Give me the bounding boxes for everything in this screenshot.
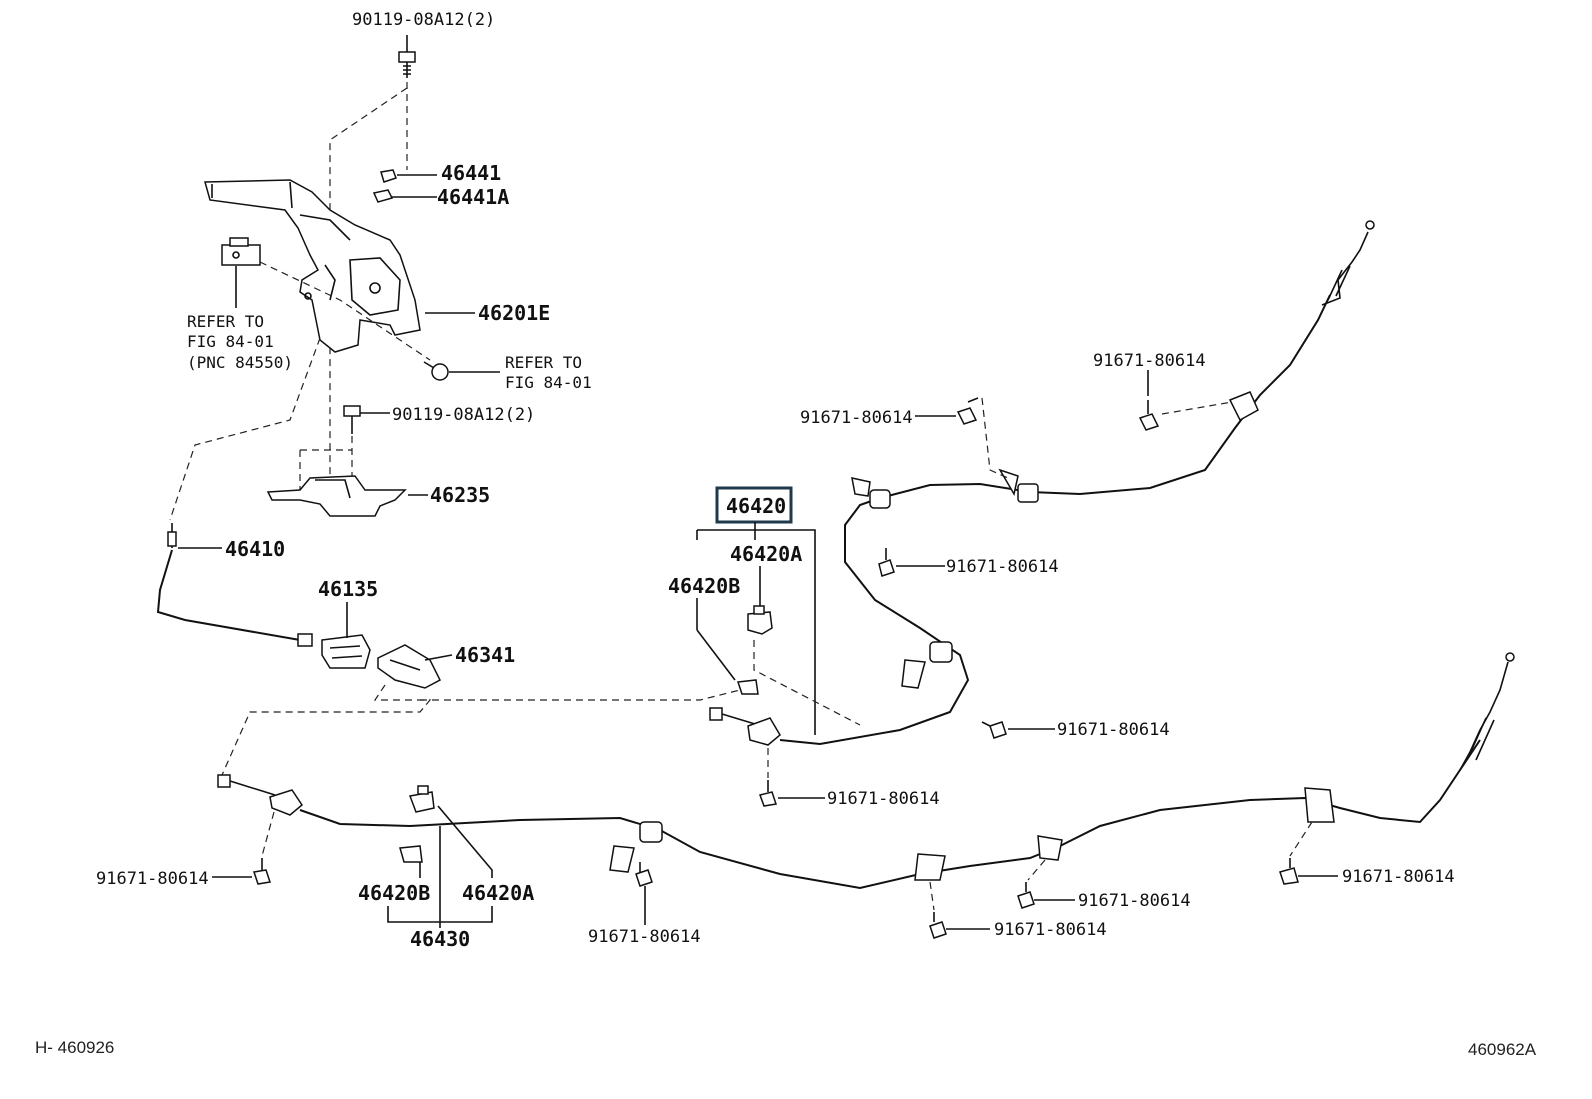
label-46420: 46420 [726,494,786,518]
nut-46441a-icon[interactable] [372,189,394,203]
label-refer1-line2: FIG 84-01 [187,332,274,351]
bracket-46235-icon[interactable] [266,475,407,517]
bolt-r1-icon[interactable] [1138,400,1160,431]
label-46341: 46341 [455,643,515,667]
label-bolt-r5: 91671-80614 [1342,867,1455,887]
label-46410: 46410 [225,537,285,561]
bolt-r4-icon[interactable] [981,721,1007,739]
bolt-top-icon[interactable] [398,51,416,78]
bolt-r5-icon[interactable] [1279,858,1299,885]
clip-46420b-lower-icon[interactable] [399,845,423,863]
label-46441: 46441 [441,161,501,185]
cable-46420-icon[interactable] [709,220,1375,746]
label-bolt-b1: 91671-80614 [827,789,940,809]
label-46420a-upper: 46420A [730,542,802,566]
equalizer-46135-icon[interactable] [321,634,371,669]
label-bolt-r1: 91671-80614 [1093,351,1206,371]
footer-left-code: H- 460926 [35,1038,114,1057]
clip-46420b-upper-icon[interactable] [736,679,759,695]
label-refer2-line2: FIG 84-01 [505,373,592,392]
label-bolt-r4: 91671-80614 [1057,720,1170,740]
bolt-b2-icon[interactable] [635,862,653,887]
label-refer1-line1: REFER TO [187,312,264,331]
label-bolt-b4: 91671-80614 [1078,891,1191,911]
label-46135: 46135 [318,577,378,601]
cable-46410-icon[interactable] [156,523,313,647]
clip-46420a-upper-icon[interactable] [747,605,773,635]
footer-right-code: 460962A [1468,1040,1537,1059]
bolt-mid-icon[interactable] [343,405,361,434]
label-bolt-r2: 91671-80614 [800,408,913,428]
label-bolt-top: 90119-08A12(2) [352,10,495,30]
label-46420b-upper: 46420B [668,574,740,598]
label-bolt-mid: 90119-08A12(2) [392,405,535,425]
label-46201e: 46201E [478,301,550,325]
label-46430: 46430 [410,927,470,951]
bolt-r3-icon[interactable] [878,548,895,577]
label-46420a-lower: 46420A [462,881,534,905]
part-46341-icon[interactable] [377,644,441,689]
bolt-b4-icon[interactable] [1017,882,1035,909]
label-bolt-l1: 91671-80614 [96,869,209,889]
label-46235: 46235 [430,483,490,507]
label-46420b-lower: 46420B [358,881,430,905]
label-46441a: 46441A [437,185,509,209]
clip-46420a-lower-icon[interactable] [408,785,435,813]
bolt-l1-icon[interactable] [253,858,271,885]
label-bolt-b3: 91671-80614 [994,920,1107,940]
label-refer2-line1: REFER TO [505,353,582,372]
bolt-b3-icon[interactable] [929,912,947,939]
bolt-b1-icon[interactable] [759,780,777,807]
label-bolt-r3: 91671-80614 [946,557,1059,577]
cable-46430-icon[interactable] [217,652,1515,890]
bolt-refer-icon[interactable] [423,361,449,381]
part-46420-box[interactable] [715,486,793,524]
bolt-r2-icon[interactable] [956,397,979,425]
label-bolt-b2: 91671-80614 [588,927,701,947]
nut-46441-icon[interactable] [380,169,397,183]
label-refer1-line3: (PNC 84550) [187,353,293,372]
switch-icon[interactable] [221,237,261,266]
parking-brake-lever-icon[interactable] [204,179,421,353]
